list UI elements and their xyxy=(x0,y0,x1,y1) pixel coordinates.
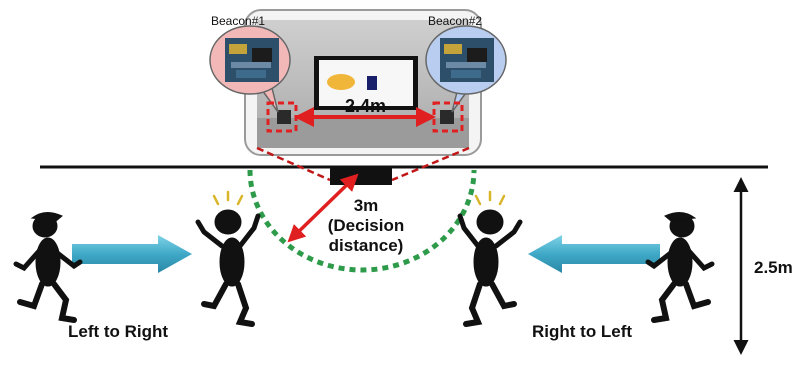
projection-line-right xyxy=(391,146,470,182)
left-to-right-arrow xyxy=(72,235,192,273)
decision-distance-label: 3m (Decision distance) xyxy=(316,196,416,256)
display-unit xyxy=(330,167,392,185)
beacon2-marker xyxy=(432,101,464,133)
left-to-right-label: Left to Right xyxy=(68,322,169,341)
decision-arrow xyxy=(287,173,359,243)
startled-person-left xyxy=(195,190,261,327)
decision-text-1: (Decision xyxy=(327,216,405,235)
right-to-left-arrow xyxy=(528,235,660,273)
beacon1-bubble xyxy=(209,25,291,113)
startled-person-right xyxy=(457,190,523,327)
beacon2-bubble xyxy=(425,25,507,113)
beacon1-label: Beacon#1 xyxy=(211,14,266,28)
walking-person-left xyxy=(13,212,83,323)
beacon-gap-label: 2.4m xyxy=(345,96,387,116)
decision-arc xyxy=(247,169,477,273)
decision-value: 3m xyxy=(353,196,379,215)
right-to-left-label: Right to Left xyxy=(532,322,633,341)
walking-person-right xyxy=(645,212,715,323)
decision-text-2: distance) xyxy=(328,236,404,255)
height-label: 2.5m xyxy=(754,258,793,277)
beacon2-label: Beacon#2 xyxy=(428,14,483,28)
